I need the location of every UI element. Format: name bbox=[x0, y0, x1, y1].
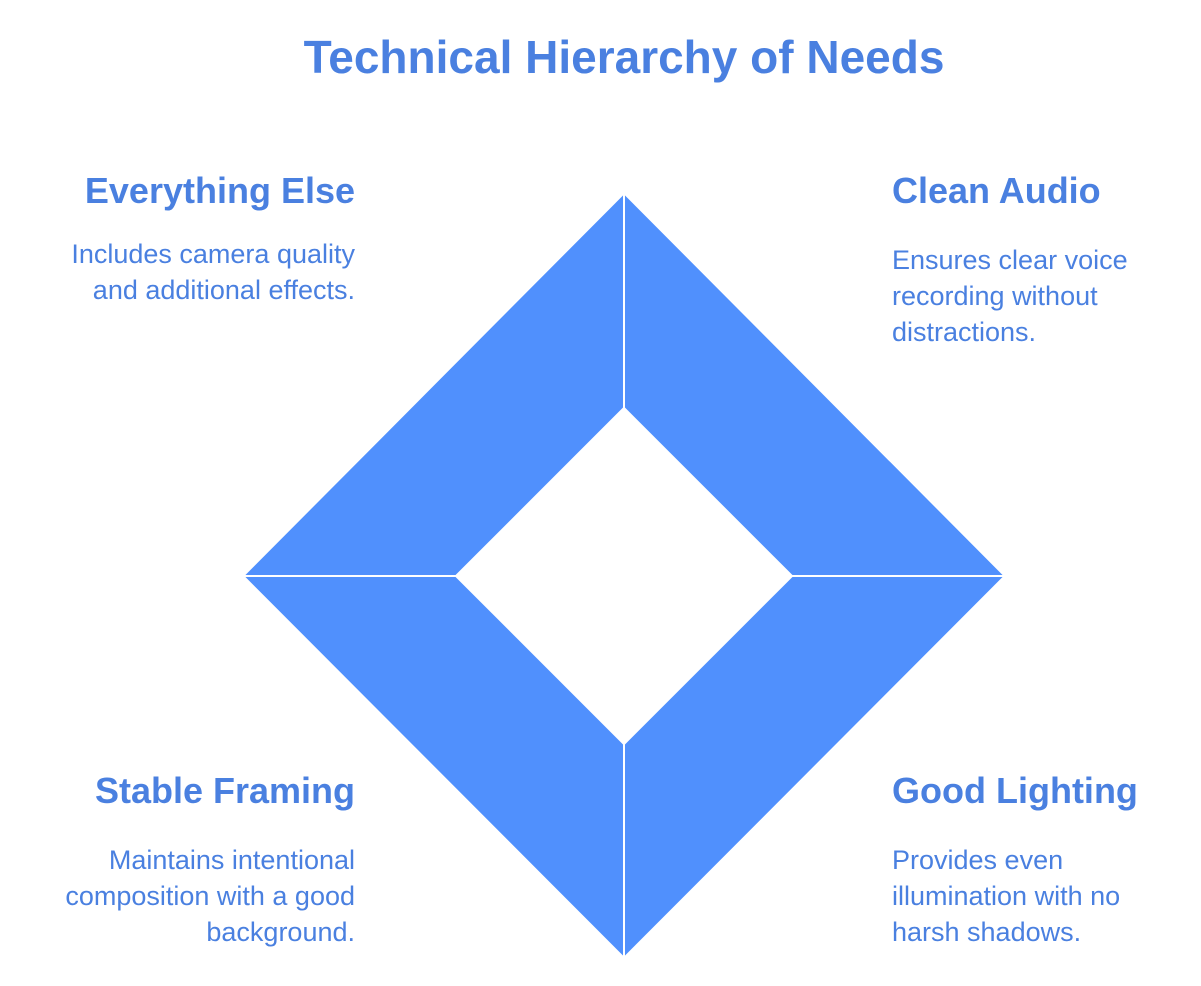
stable-framing-block: Stable Framing Maintains intentional com… bbox=[0, 770, 355, 950]
stable-framing-heading: Stable Framing bbox=[94, 770, 355, 811]
description-line: Maintains intentional bbox=[108, 845, 355, 875]
everything-else-description: Includes camera quality and additional e… bbox=[0, 236, 355, 308]
clean-audio-description: Ensures clear voice recording without di… bbox=[892, 242, 1162, 350]
description-line: Provides even bbox=[892, 845, 1064, 875]
quadrant-stable-framing bbox=[240, 575, 625, 961]
description-line: Ensures clear voice bbox=[892, 245, 1128, 275]
good-lighting-block: Good Lighting Provides even illumination… bbox=[892, 770, 1192, 950]
description-line: recording without bbox=[892, 281, 1098, 311]
description-line: Includes camera quality bbox=[71, 239, 355, 269]
description-line: illumination with no bbox=[892, 881, 1121, 911]
clean-audio-heading: Clean Audio bbox=[892, 170, 1101, 211]
everything-else-block: Everything Else Includes camera quality … bbox=[0, 170, 355, 308]
description-line: harsh shadows. bbox=[892, 917, 1082, 947]
description-line: background. bbox=[206, 917, 355, 947]
page-title: Technical Hierarchy of Needs bbox=[303, 31, 945, 83]
description-line: composition with a good bbox=[65, 881, 355, 911]
clean-audio-block: Clean Audio Ensures clear voice recordin… bbox=[892, 170, 1192, 350]
good-lighting-heading: Good Lighting bbox=[892, 770, 1138, 811]
everything-else-heading: Everything Else bbox=[84, 170, 355, 211]
description-line: and additional effects. bbox=[92, 275, 355, 305]
good-lighting-description: Provides even illumination with no harsh… bbox=[892, 842, 1162, 950]
description-line: distractions. bbox=[892, 317, 1037, 347]
stable-framing-description: Maintains intentional composition with a… bbox=[0, 842, 355, 950]
